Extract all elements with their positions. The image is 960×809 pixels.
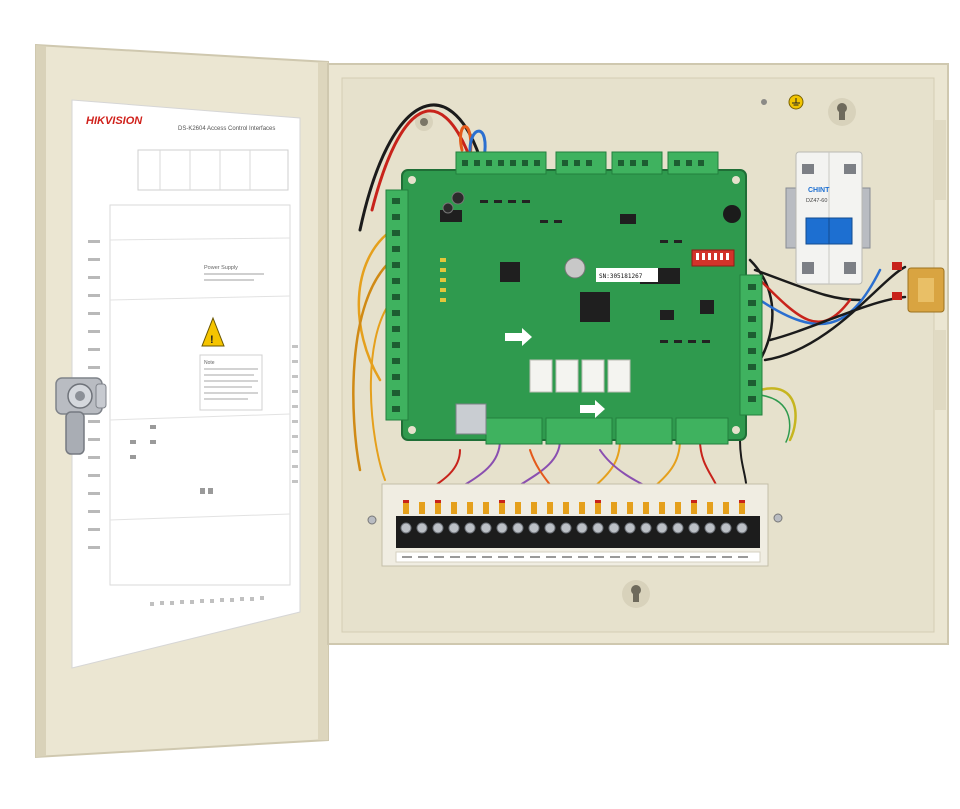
breaker-brand: CHINT (808, 187, 830, 194)
cabinet-door: HIKVISION DS-K2604 Access Control Interf… (35, 43, 329, 759)
wiring-diagram-label: HIKVISION DS-K2604 Access Control Interf… (71, 99, 301, 669)
warning-triangle-icon (201, 316, 225, 347)
controller-board: SN:305181267 (385, 151, 763, 445)
power-connector (892, 262, 945, 313)
mount-keyhole-bottom (622, 580, 650, 608)
relays (529, 359, 631, 393)
right-terminal-strip (739, 274, 763, 416)
bottom-terminal-strips (485, 417, 729, 445)
top-terminal-strips (455, 151, 719, 175)
ground-icon (788, 94, 804, 110)
model-title: DS-K2604 Access Control Interfaces (178, 126, 275, 132)
serial-number-label: SN:305181267 (599, 273, 643, 280)
left-terminal-strip (385, 189, 409, 421)
brand-logo-text: HIKVISION (86, 115, 143, 127)
power-supply-heading: Power Supply (204, 265, 238, 271)
buzzer (723, 205, 741, 223)
terminal-block (367, 483, 783, 567)
ethernet-port (455, 403, 487, 435)
microcontroller-chip (580, 292, 610, 322)
note-heading: Note (204, 360, 215, 366)
circuit-breaker: CHINT DZ47-60 (785, 151, 871, 285)
svg-text:!: ! (210, 334, 214, 346)
door-lock (55, 377, 107, 455)
coin-battery (564, 257, 586, 279)
mount-keyhole-top (828, 98, 856, 126)
breaker-model: DZ47-60 (806, 198, 827, 204)
